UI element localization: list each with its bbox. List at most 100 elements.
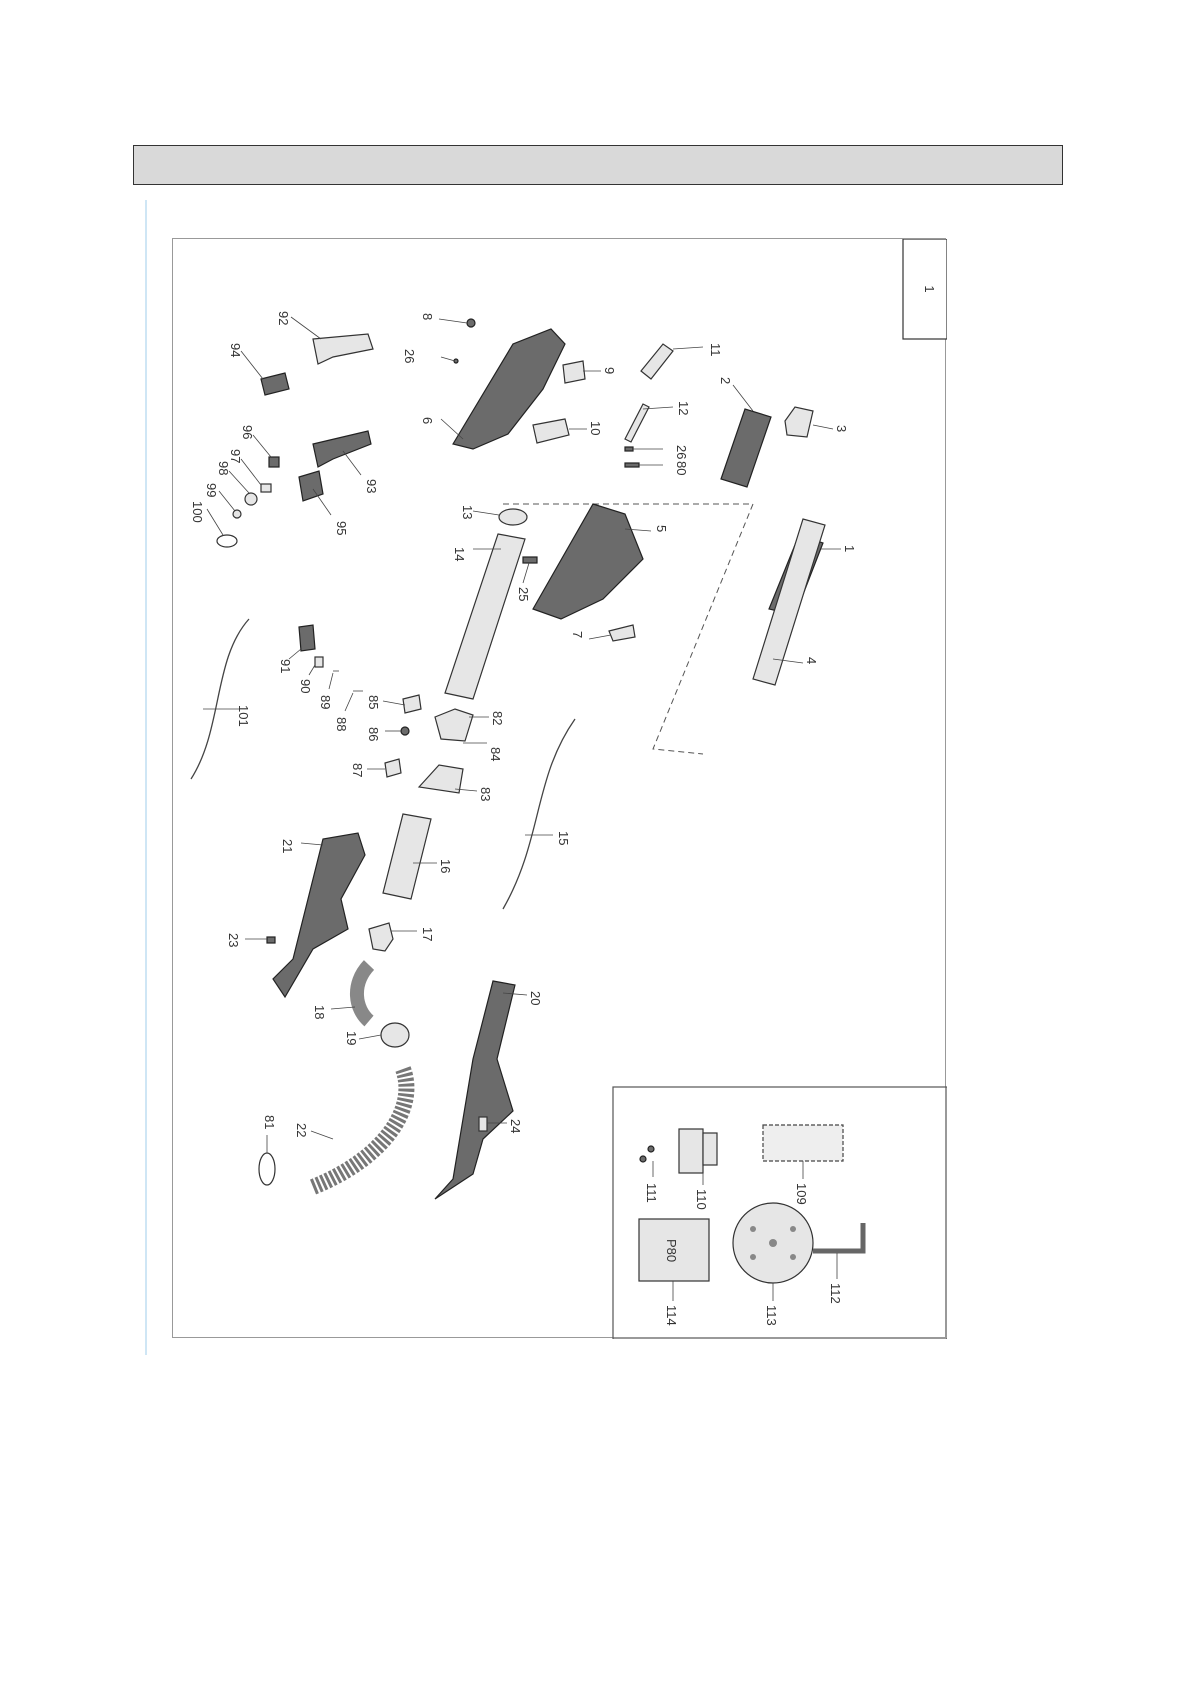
part-83: 83 <box>419 765 493 801</box>
accessory-114-sanding-paper: P80 114 <box>639 1219 709 1326</box>
part-9: 9 <box>563 361 617 383</box>
part-88: 88 <box>334 691 363 731</box>
part-97: 97 <box>228 449 271 492</box>
part-11: 11 <box>641 343 723 379</box>
svg-text:16: 16 <box>438 859 453 873</box>
part-90: 90 <box>298 657 323 693</box>
svg-text:3: 3 <box>834 425 849 432</box>
parts-drawing: 1 92 94 96 97 98 <box>173 239 947 1339</box>
part-91: 91 <box>278 625 315 673</box>
part-101-cable: 101 <box>191 619 251 779</box>
svg-text:1: 1 <box>842 545 857 552</box>
svg-text:95: 95 <box>334 521 349 535</box>
svg-text:112: 112 <box>828 1283 843 1304</box>
sheet-margin-line <box>145 200 147 1355</box>
part-82: 82 <box>435 709 505 741</box>
part-26-top: 26 <box>402 349 458 363</box>
svg-text:9: 9 <box>602 367 617 374</box>
part-4-tube: 4 <box>753 519 825 685</box>
part-7: 7 <box>570 625 635 641</box>
part-3: 3 <box>785 407 849 437</box>
svg-text:101: 101 <box>236 705 251 727</box>
svg-text:10: 10 <box>588 421 603 435</box>
svg-text:100: 100 <box>190 501 205 523</box>
accessory-112-allen-key: 112 <box>813 1223 863 1304</box>
accessory-111-screws: 111 <box>640 1146 659 1203</box>
part-95: 95 <box>299 471 349 535</box>
part-87: 87 <box>350 759 401 777</box>
part-22-hose: 22 <box>294 1069 406 1187</box>
svg-text:96: 96 <box>240 425 255 439</box>
svg-text:113: 113 <box>764 1305 779 1326</box>
svg-text:87: 87 <box>350 763 365 777</box>
part-2-grip: 2 <box>718 377 771 487</box>
page-number-box: 1 <box>903 239 947 339</box>
svg-text:14: 14 <box>452 547 467 561</box>
part-15-cable: 15 <box>503 719 575 909</box>
svg-text:22: 22 <box>294 1123 309 1137</box>
svg-text:26: 26 <box>402 349 417 363</box>
svg-text:99: 99 <box>204 483 219 497</box>
svg-text:83: 83 <box>478 787 493 801</box>
svg-text:114: 114 <box>664 1305 679 1326</box>
part-100: 100 <box>190 501 237 547</box>
page-number: 1 <box>922 285 937 292</box>
svg-text:84: 84 <box>488 747 503 761</box>
svg-text:25: 25 <box>516 587 531 601</box>
accessory-113-sanding-disc: 113 <box>733 1203 813 1326</box>
svg-text:80: 80 <box>674 461 689 475</box>
svg-text:82: 82 <box>490 711 505 725</box>
part-18-elbow: 18 <box>312 965 369 1021</box>
svg-text:89: 89 <box>318 695 333 709</box>
svg-text:21: 21 <box>280 839 295 853</box>
svg-text:15: 15 <box>556 831 571 845</box>
svg-text:4: 4 <box>804 657 819 664</box>
svg-text:24: 24 <box>508 1119 523 1133</box>
part-12: 12 <box>625 401 691 442</box>
svg-text:92: 92 <box>276 311 291 325</box>
exploded-parts-diagram: 1 92 94 96 97 98 <box>172 238 946 1338</box>
svg-text:86: 86 <box>366 727 381 741</box>
svg-text:18: 18 <box>312 1005 327 1019</box>
svg-text:12: 12 <box>676 401 691 415</box>
svg-text:81: 81 <box>262 1115 277 1129</box>
svg-text:111: 111 <box>644 1183 659 1203</box>
svg-text:11: 11 <box>708 343 723 357</box>
part-86: 86 <box>366 727 409 741</box>
part-14-tube: 14 <box>445 534 525 699</box>
svg-text:94: 94 <box>228 343 243 357</box>
part-93: 93 <box>313 431 379 493</box>
part-84: 84 <box>463 743 503 761</box>
svg-text:2: 2 <box>718 377 733 384</box>
svg-text:91: 91 <box>278 659 293 673</box>
part-94: 94 <box>228 343 289 395</box>
svg-text:20: 20 <box>528 991 543 1005</box>
svg-text:93: 93 <box>364 479 379 493</box>
svg-text:8: 8 <box>420 313 435 320</box>
svg-text:26: 26 <box>674 445 689 459</box>
part-21-handle: 21 <box>273 833 365 997</box>
svg-text:23: 23 <box>226 933 241 947</box>
svg-text:17: 17 <box>420 927 435 941</box>
svg-text:P80: P80 <box>664 1239 679 1262</box>
part-16-tube: 16 <box>383 814 453 899</box>
part-17: 17 <box>369 923 435 951</box>
part-8: 8 <box>420 313 475 327</box>
part-81-ring: 81 <box>259 1115 277 1185</box>
svg-text:6: 6 <box>420 417 435 424</box>
svg-text:5: 5 <box>654 525 669 532</box>
svg-text:109: 109 <box>794 1183 809 1205</box>
part-20-handle: 20 <box>435 981 543 1199</box>
part-96: 96 <box>240 425 279 467</box>
part-89: 89 <box>318 671 339 709</box>
part-80: 80 <box>625 461 689 475</box>
header-bar <box>133 145 1063 185</box>
svg-text:13: 13 <box>460 505 475 519</box>
part-85: 85 <box>366 695 421 713</box>
part-98: 98 <box>216 461 257 505</box>
svg-text:90: 90 <box>298 679 313 693</box>
part-19: 19 <box>344 1023 409 1047</box>
part-25: 25 <box>516 557 537 601</box>
svg-text:88: 88 <box>334 717 349 731</box>
part-5-housing: 5 <box>533 504 669 619</box>
